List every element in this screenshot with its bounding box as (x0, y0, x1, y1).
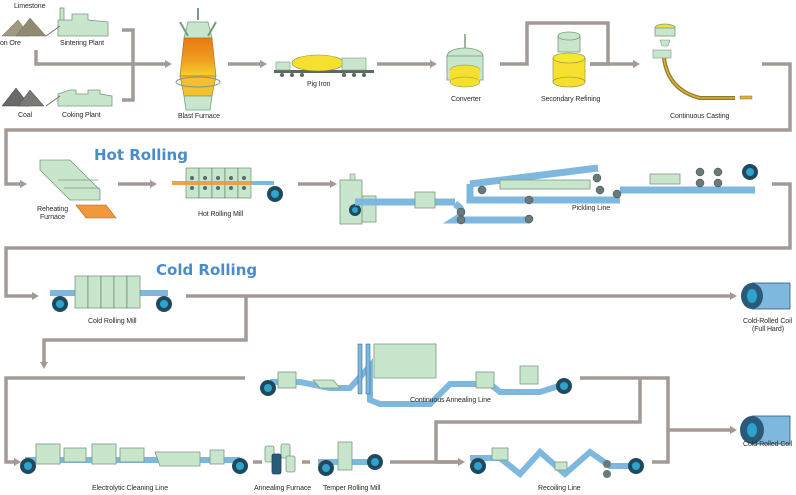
connector-to-cal-and-ecl (4, 376, 245, 464)
blast-furnace-icon (175, 8, 221, 111)
temper-rolling-mill-label: Temper Rolling Mill (323, 485, 381, 492)
annealing-furnace-label: Annealing Furnace (254, 485, 312, 492)
cold-rolled-coil-full-hard-label-line2: (Full Hard) (752, 326, 784, 333)
recoiling-line-label: Recoiling Line (538, 485, 581, 492)
cold-rolling-heading: Cold Rolling (156, 261, 258, 279)
coking-plant-icon (45, 89, 113, 107)
connector-ore-to-bf (34, 50, 165, 66)
reheating-furnace-label-line2: Furnace (40, 214, 65, 221)
cold-rolling-mill-label: Cold Rolling Mill (88, 318, 137, 325)
limestone-iron-ore-pile-icon (1, 17, 47, 37)
coal-label: Coal (18, 112, 32, 119)
reheating-furnace-icon (39, 159, 117, 219)
iron-ore-label: on Ore (0, 40, 21, 47)
continuous-casting-icon (652, 23, 753, 100)
pig-iron-label: Pig Iron (307, 81, 331, 88)
coking-plant-label: Coking Plant (62, 112, 101, 119)
converter-label: Converter (451, 96, 481, 103)
converter-icon (446, 34, 484, 88)
blast-furnace-label: Blast Furnace (178, 113, 220, 120)
cold-rolled-coil-label: Cold-Rolled Coil (743, 441, 792, 448)
connector-pickling-down (4, 182, 792, 298)
connector-recoil-out (652, 430, 670, 464)
hot-slab-icon (75, 204, 117, 219)
annealing-furnace-icon (264, 443, 296, 475)
continuous-casting-label: Continuous Casting (670, 113, 730, 120)
electrolytic-cleaning-line-label: Electrolytic Cleaning Line (92, 485, 168, 492)
flow-connectors (4, 21, 792, 464)
sintering-plant-icon (45, 7, 109, 37)
coal-pile-icon (1, 87, 45, 107)
limestone-label: Limestone (14, 3, 46, 10)
connector-crm-down (42, 296, 248, 362)
cold-rolled-coil-full-hard-label-line1: Cold-Rolled Coil (743, 318, 792, 325)
secondary-refining-icon (552, 31, 586, 88)
pickling-line-label: Pickling Line (572, 205, 610, 212)
pig-iron-torpedo-car-icon (274, 54, 374, 77)
connector-cal-out (580, 376, 730, 432)
temper-rolling-mill-icon (318, 441, 383, 476)
connector-casting-down (4, 62, 792, 186)
sintering-plant-label: Sintering Plant (60, 40, 105, 47)
cold-rolled-coil-full-hard-icon (741, 282, 791, 310)
cold-rolling-mill-icon (50, 275, 172, 312)
recoiling-line-icon (470, 447, 644, 479)
hot-rolling-mill-label: Hot Rolling Mill (198, 211, 244, 218)
reheating-furnace-label-line1: Reheating (37, 206, 69, 213)
cold-rolled-coil-icon (740, 415, 791, 445)
hot-rolling-mill-icon (172, 167, 283, 202)
electrolytic-cleaning-line-icon (20, 443, 248, 474)
continuous-annealing-line-icon (260, 343, 572, 407)
secondary-refining-label: Secondary Refining (541, 96, 601, 103)
hot-rolling-heading: Hot Rolling (94, 146, 188, 164)
continuous-annealing-line-label: Continuous Annealing Line (410, 397, 491, 404)
arrowheads (14, 60, 737, 466)
pickling-line-icon (339, 164, 758, 225)
